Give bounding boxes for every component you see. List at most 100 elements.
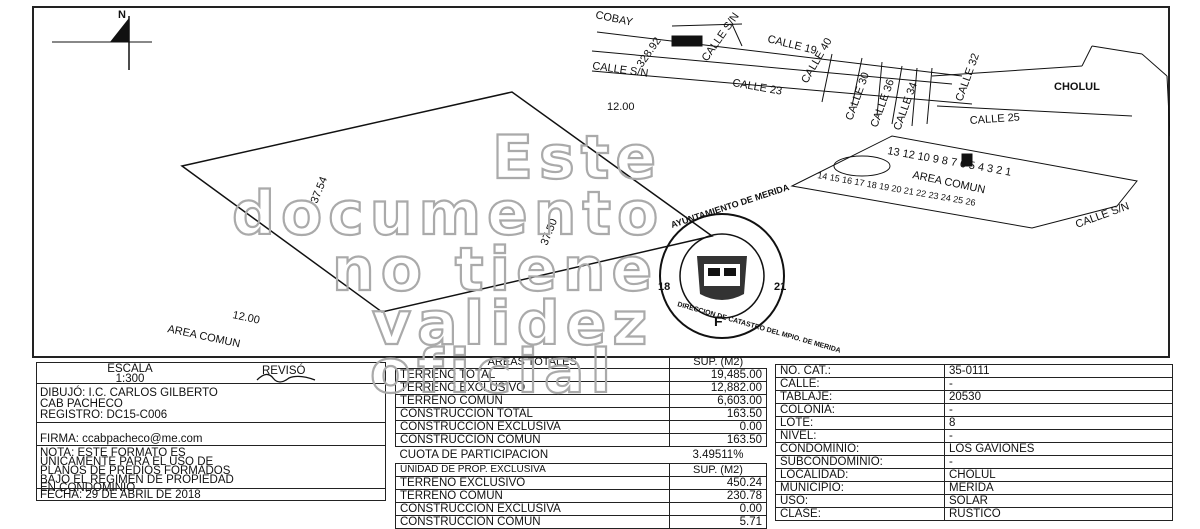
- nota-line-2: UNICAMENTE PARA EL USO DE: [40, 456, 214, 468]
- street-30: CALLE 30: [844, 71, 872, 122]
- info-value: MERIDA: [944, 481, 1173, 495]
- cuota-value: 3.49511%: [692, 449, 744, 461]
- cuota-row: CUOTA DE PARTICIPACION 3.49511%: [396, 447, 767, 464]
- street-sn-1: CALLE S/N: [700, 11, 742, 64]
- info-value: 35-0111: [944, 364, 1173, 378]
- nota-line-1: NOTA: ESTE FORMATO ES: [40, 447, 186, 459]
- seal-left-num: 18: [658, 281, 670, 293]
- row-value: 450.24: [668, 476, 768, 490]
- table-row: LOTE:8: [775, 416, 1173, 430]
- lot-polygon: [180, 91, 714, 313]
- firma: FIRMA: ccabpacheco@me.com: [40, 433, 203, 445]
- row-value: 163.50: [668, 407, 768, 421]
- fecha: FECHA: 29 DE ABRIL DE 2018: [40, 489, 201, 501]
- catastro-seal-icon: 18 21 F AYUNTAMIENTO DE MERIDA DIRECCION…: [658, 182, 841, 355]
- info-label: USO:: [775, 494, 945, 508]
- cuota-label: CUOTA DE PARTICIPACION: [399, 449, 549, 461]
- divider: [36, 488, 386, 489]
- info-label: COLONIA:: [775, 403, 945, 417]
- row-value: 5.71: [668, 515, 768, 529]
- info-label: LOCALIDAD:: [775, 468, 945, 482]
- watermark: Este documento no tiene validez: [231, 122, 664, 358]
- info-value: CHOLUL: [944, 468, 1173, 482]
- north-label: N: [118, 9, 126, 21]
- escala-row: [36, 362, 386, 384]
- street-sn-3: CALLE S/N: [1074, 200, 1131, 231]
- row-label: TERRENO EXCLUSIVO: [395, 476, 670, 490]
- info-value: SOLAR: [944, 494, 1173, 508]
- lots-top-row: 13 12 10 9 8 7 6 5 4 3 2 1: [886, 145, 1012, 179]
- info-value: -: [944, 429, 1173, 443]
- cadastral-info-table: NO. CAT.:35-0111 CALLE:- TABLAJE:20530 C…: [775, 364, 1173, 521]
- seal-right-num: 21: [774, 281, 786, 293]
- watermark-line-5: oficial: [370, 340, 617, 400]
- row-label: TERRENO TOTAL: [395, 368, 670, 382]
- seal-center: F: [714, 313, 723, 329]
- info-value: LOS GAVIONES: [944, 442, 1173, 456]
- info-label: CLASE:: [775, 507, 945, 521]
- watermark-line-1: Este: [492, 123, 662, 193]
- info-value: -: [944, 377, 1173, 391]
- escala-label: ESCALA: [107, 363, 153, 375]
- info-value: -: [944, 403, 1173, 417]
- table-row: MUNICIPIO:MERIDA: [775, 481, 1173, 495]
- info-value: 20530: [944, 390, 1173, 404]
- street-34: CALLE 34: [892, 81, 920, 132]
- table-row: CALLE:-: [775, 377, 1173, 391]
- info-label: SUBCONDOMINIO:: [775, 455, 945, 469]
- lots-bottom-row: 14 15 16 17 18 19 20 21 22 23 24 25 26: [817, 170, 977, 208]
- table-row: COLONIA:-: [775, 403, 1173, 417]
- table-row: SUBCONDOMINIO:-: [775, 455, 1173, 469]
- site-plan: N 12.00 37.54 37.50 12.00 AREA COMUN COB…: [52, 9, 1170, 358]
- street-32: CALLE 32: [954, 52, 982, 103]
- table-row: NO. CAT.:35-0111: [775, 364, 1173, 378]
- street-23: CALLE 23: [731, 77, 782, 98]
- street-25: CALLE 25: [969, 112, 1020, 127]
- watermark-line-2: documento: [232, 179, 664, 249]
- info-label: NIVEL:: [775, 429, 945, 443]
- locality-label: CHOLUL: [1054, 81, 1100, 93]
- table-row: LOCALIDAD:CHOLUL: [775, 468, 1173, 482]
- subdivision-sketch: [790, 135, 1138, 229]
- side-bottom-label: 12.00: [231, 309, 260, 326]
- info-label: CONDOMINIO:: [775, 442, 945, 456]
- watermark-overlay: oficial: [369, 340, 617, 400]
- row-label: TERRENO COMUN: [395, 489, 670, 503]
- row-value: 6,603.00: [668, 394, 768, 408]
- signature-icon: [256, 373, 316, 383]
- registro: REGISTRO: DC15-C006: [40, 409, 168, 421]
- row-value: 163.50: [668, 433, 768, 447]
- table-row: USO:SOLAR: [775, 494, 1173, 508]
- street-cobay: COBAY: [594, 9, 634, 29]
- north-arrow-icon: N: [52, 9, 152, 70]
- reviso-label: REVISÓ: [262, 365, 306, 377]
- seal-top-text: AYUNTAMIENTO DE MERIDA: [670, 182, 791, 230]
- escala-value: 1:300: [115, 373, 145, 385]
- info-label: MUNICIPIO:: [775, 481, 945, 495]
- info-value: RUSTICO: [944, 507, 1173, 521]
- side-top-label: 12.00: [607, 101, 635, 113]
- row-label: CONSTRUCCION TOTAL: [395, 407, 670, 421]
- row-value: 19,485.00: [668, 368, 768, 382]
- divider: [36, 445, 386, 446]
- watermark-line-4: validez: [372, 289, 653, 358]
- divider: [36, 422, 386, 423]
- table-row: CONDOMINIO:LOS GAVIONES: [775, 442, 1173, 456]
- nota-line-4: BAJO EL REGIMEN DE PROPIEDAD: [40, 474, 234, 486]
- location-sketch: [591, 23, 1170, 137]
- table-row: TABLAJE:20530: [775, 390, 1173, 404]
- info-label: LOTE:: [775, 416, 945, 430]
- row-value: 0.00: [668, 502, 768, 516]
- unit-header-label: UNIDAD DE PROP. EXCLUSIVA: [395, 463, 670, 477]
- row-label: CONSTRUCCION COMUN: [395, 433, 670, 447]
- unit-header-unit: SUP. (M2): [668, 463, 768, 477]
- row-label: CONSTRUCCION COMUN: [395, 515, 670, 529]
